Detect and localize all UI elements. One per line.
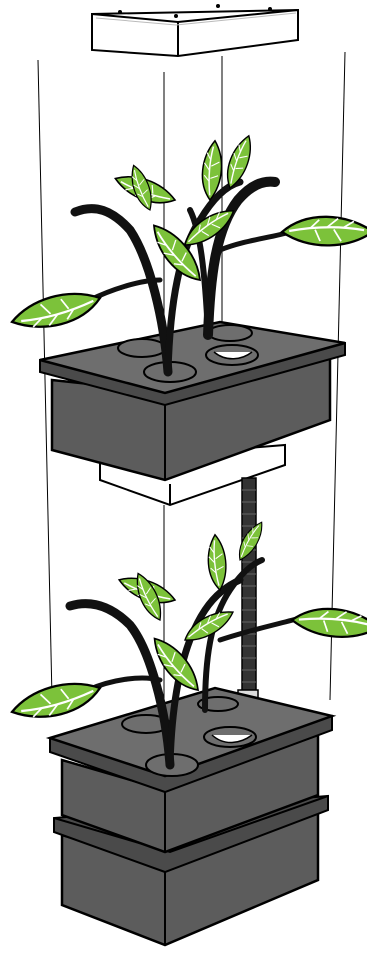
top-cap [92, 4, 298, 56]
drain-tube [238, 478, 258, 702]
upper-tub [40, 322, 345, 505]
lower-tub [50, 688, 332, 945]
